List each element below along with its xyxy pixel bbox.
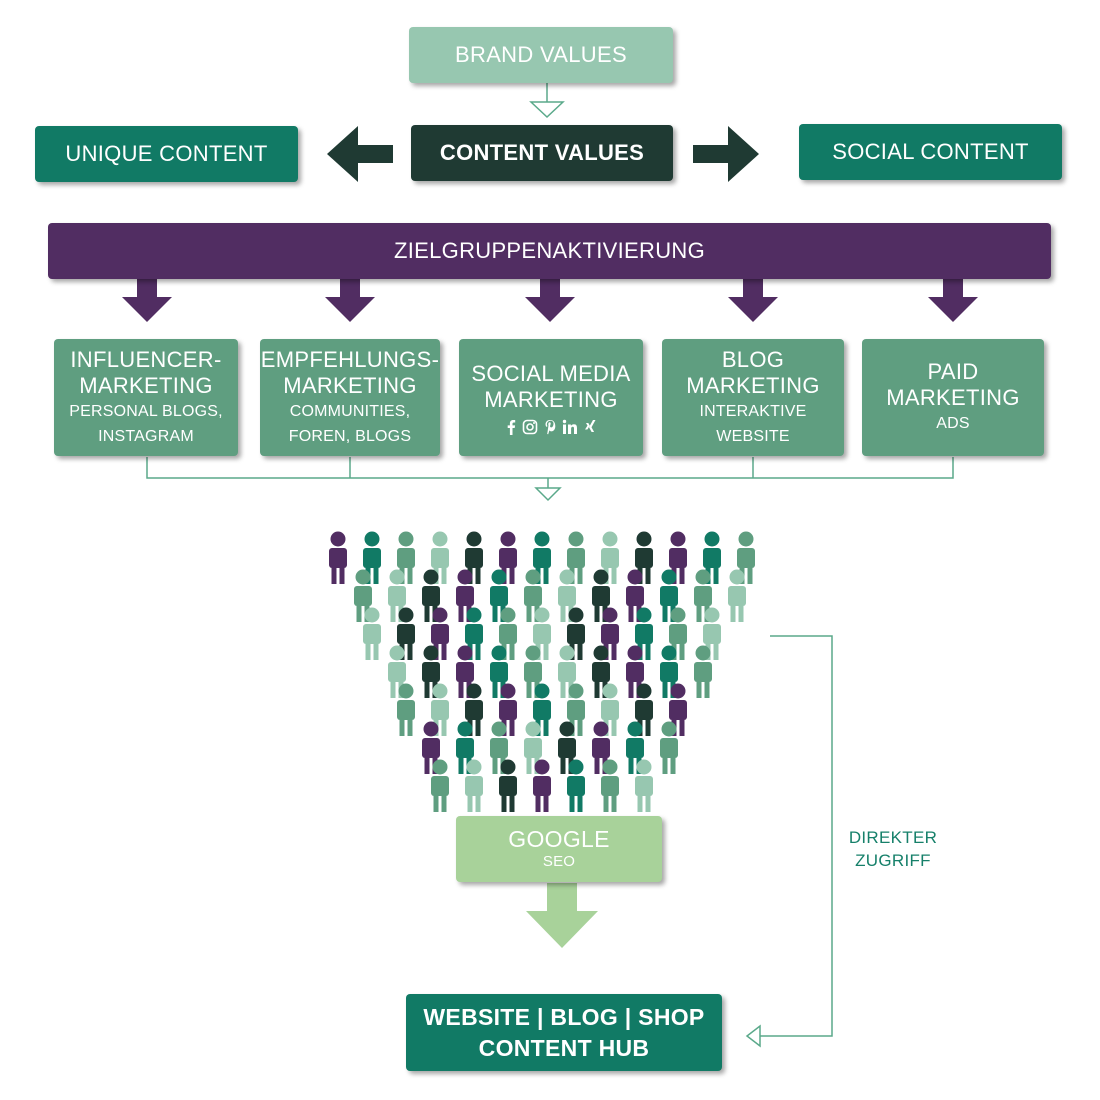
pinterest-icon [545, 419, 556, 434]
channel-influencer-marketing: INFLUENCER- MARKETING PERSONAL BLOGS, IN… [54, 339, 238, 456]
down-arrow-2 [325, 274, 375, 322]
person-icon [660, 721, 678, 774]
channel-title-line: INFLUENCER- [70, 346, 222, 372]
brand-values-label: BRAND VALUES [455, 42, 627, 67]
person-icon [456, 645, 474, 698]
instagram-icon [522, 419, 538, 434]
channel-title-line: SOCIAL MEDIA [471, 360, 631, 386]
channel-subtitle-line: FOREN, BLOGS [288, 427, 412, 445]
google-subtitle: SEO [542, 853, 576, 870]
arrow-right-to-social-content [693, 126, 759, 182]
channel-title-line: MARKETING [283, 372, 417, 398]
person-icon [465, 683, 483, 736]
person-icon [397, 683, 415, 736]
google-down-arrow [526, 883, 598, 948]
social-content-box: SOCIAL CONTENT [799, 124, 1062, 180]
person-icon [737, 531, 755, 584]
person-icon [329, 531, 347, 584]
channel-title-line: MARKETING [686, 372, 820, 398]
person-icon [669, 607, 687, 660]
channel-title-line: BLOG [721, 346, 785, 372]
content-values-label: CONTENT VALUES [439, 140, 645, 165]
brand-to-content-arrow [529, 82, 565, 119]
facebook-icon [507, 419, 516, 435]
google-seo-box: GOOGLE SEO [456, 816, 662, 882]
social-icons-row [506, 419, 596, 435]
channel-social-media-marketing: SOCIAL MEDIA MARKETING [459, 339, 643, 456]
target-activation-label: ZIELGRUPPENAKTIVIERUNG [394, 238, 705, 263]
person-icon [499, 759, 517, 812]
channel-subtitle-line: COMMUNITIES, [289, 402, 411, 420]
direct-access-line-2: ZUGRIFF [855, 851, 931, 870]
person-icon [431, 683, 449, 736]
channel-paid-marketing: PAID MARKETING ADS [862, 339, 1044, 456]
google-title: GOOGLE [508, 826, 610, 852]
direct-access-line [745, 635, 833, 1048]
channel-title-line: PAID [927, 359, 979, 384]
brand-values-box: BRAND VALUES [409, 27, 673, 83]
person-icon [635, 759, 653, 812]
down-arrow-3 [525, 274, 575, 322]
channel-subtitle-line: PERSONAL BLOGS, [69, 402, 223, 420]
social-content-label: SOCIAL CONTENT [832, 139, 1029, 164]
person-icon [363, 607, 381, 660]
person-icon [533, 759, 551, 812]
channel-subtitle-line: ADS [936, 415, 970, 432]
unique-content-box: UNIQUE CONTENT [35, 126, 298, 182]
channel-subtitle-line: INSTAGRAM [98, 427, 194, 445]
direct-access-line-1: DIREKTER [848, 828, 938, 847]
hub-line-2: CONTENT HUB [478, 1034, 650, 1061]
person-icon [694, 645, 712, 698]
down-arrow-4 [728, 274, 778, 322]
audience-crowd [329, 531, 755, 812]
person-icon [601, 607, 619, 660]
down-arrow-5 [928, 274, 978, 322]
channel-title-line: MARKETING [484, 386, 618, 412]
linkedin-icon [562, 419, 577, 434]
person-icon [728, 569, 746, 622]
person-icon [431, 759, 449, 812]
channel-subtitle-line: INTERAKTIVE WEBSITE [699, 402, 807, 445]
content-values-box: CONTENT VALUES [411, 125, 673, 181]
down-arrow-1 [122, 274, 172, 322]
person-icon [490, 645, 508, 698]
hub-line-1: WEBSITE | BLOG | SHOP [423, 1003, 705, 1030]
channel-collector-lines [146, 457, 954, 502]
person-icon [660, 569, 678, 622]
xing-icon [585, 419, 596, 432]
unique-content-label: UNIQUE CONTENT [65, 141, 268, 166]
person-icon [601, 759, 619, 812]
person-icon [388, 569, 406, 622]
purple-down-arrows [122, 274, 978, 322]
person-icon [592, 569, 610, 622]
direct-access-label: DIREKTER ZUGRIFF [838, 826, 948, 872]
channel-recommendation-marketing: EMPFEHLUNGS- MARKETING COMMUNITIES, FORE… [260, 339, 440, 456]
person-icon [490, 569, 508, 622]
person-icon [567, 759, 585, 812]
channel-title-line: EMPFEHLUNGS- [260, 346, 440, 372]
channel-title-line: MARKETING [79, 372, 213, 398]
content-hub-box: WEBSITE | BLOG | SHOP CONTENT HUB [406, 994, 722, 1071]
arrow-left-to-unique-content [327, 126, 393, 182]
channel-title-line: MARKETING [886, 385, 1020, 410]
target-activation-bar: ZIELGRUPPENAKTIVIERUNG [48, 223, 1051, 279]
person-icon [465, 759, 483, 812]
channel-blog-marketing: BLOG MARKETING INTERAKTIVE WEBSITE [662, 339, 844, 456]
